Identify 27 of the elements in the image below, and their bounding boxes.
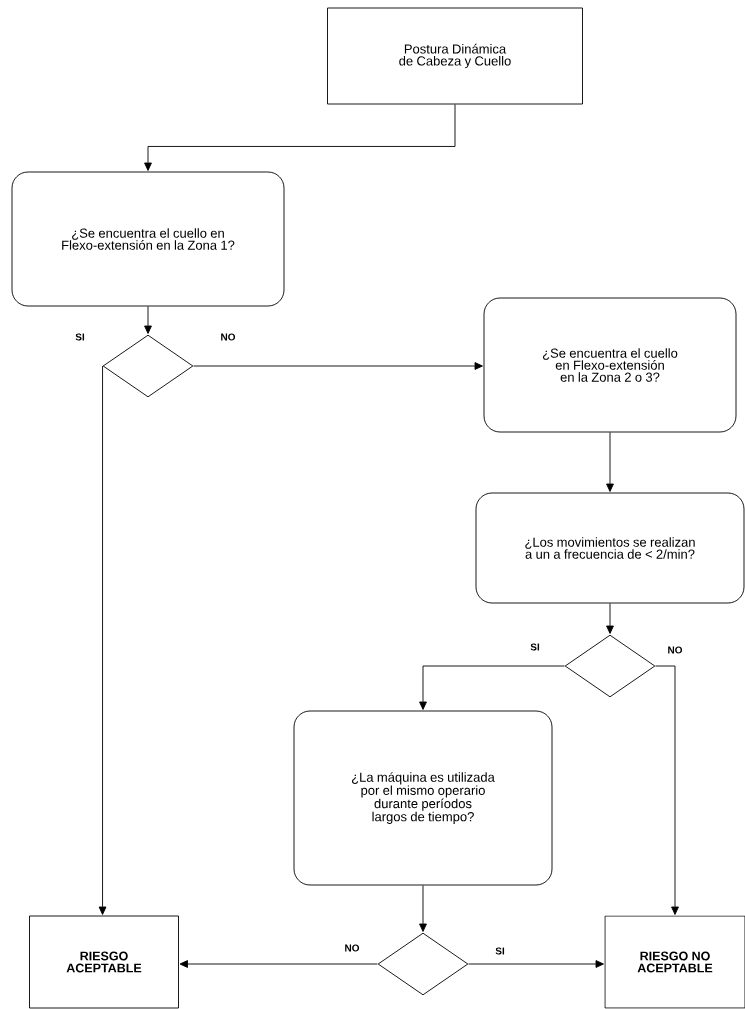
- result-box: RIESGO ACEPTABLE: [29, 915, 179, 1009]
- title-box: Postura Dinámica de Cabeza y Cuello: [327, 7, 583, 105]
- arrow: [144, 104, 456, 171]
- edge-label: NO: [666, 645, 684, 655]
- arrow: [193, 362, 483, 370]
- arrow: [606, 432, 614, 492]
- decision-diamond: [564, 634, 656, 698]
- process-box: ¿Se encuentra el cuello en Flexo-extensión en la Zona 2 o 3?: [483, 297, 737, 433]
- edge-label: NO: [343, 943, 361, 953]
- process-box: ¿Los movimientos se realizan a un a frecuencia de < 2/min?: [475, 492, 745, 604]
- arrow: [606, 603, 614, 634]
- arrow: [144, 306, 152, 334]
- edge-label: SI: [529, 642, 541, 652]
- edge-label: NO: [219, 332, 237, 342]
- edge-label: SI: [494, 946, 506, 956]
- arrow: [468, 960, 604, 968]
- arrow: [655, 665, 679, 915]
- edge-label: SI: [74, 332, 86, 342]
- result-box: RIESGO NO ACEPTABLE: [604, 915, 745, 1009]
- process-box: ¿Se encuentra el cuello en Flexo-extensión en la Zona 1?: [11, 171, 285, 307]
- process-box: ¿La máquina es utilizada por el mismo operario durante períodos largos de tiempo?: [293, 710, 553, 886]
- arrow: [179, 960, 378, 968]
- arrow: [419, 665, 565, 710]
- decision-diamond: [102, 334, 194, 398]
- arrow: [98, 365, 107, 915]
- arrow: [419, 885, 427, 932]
- decision-diamond: [377, 932, 469, 996]
